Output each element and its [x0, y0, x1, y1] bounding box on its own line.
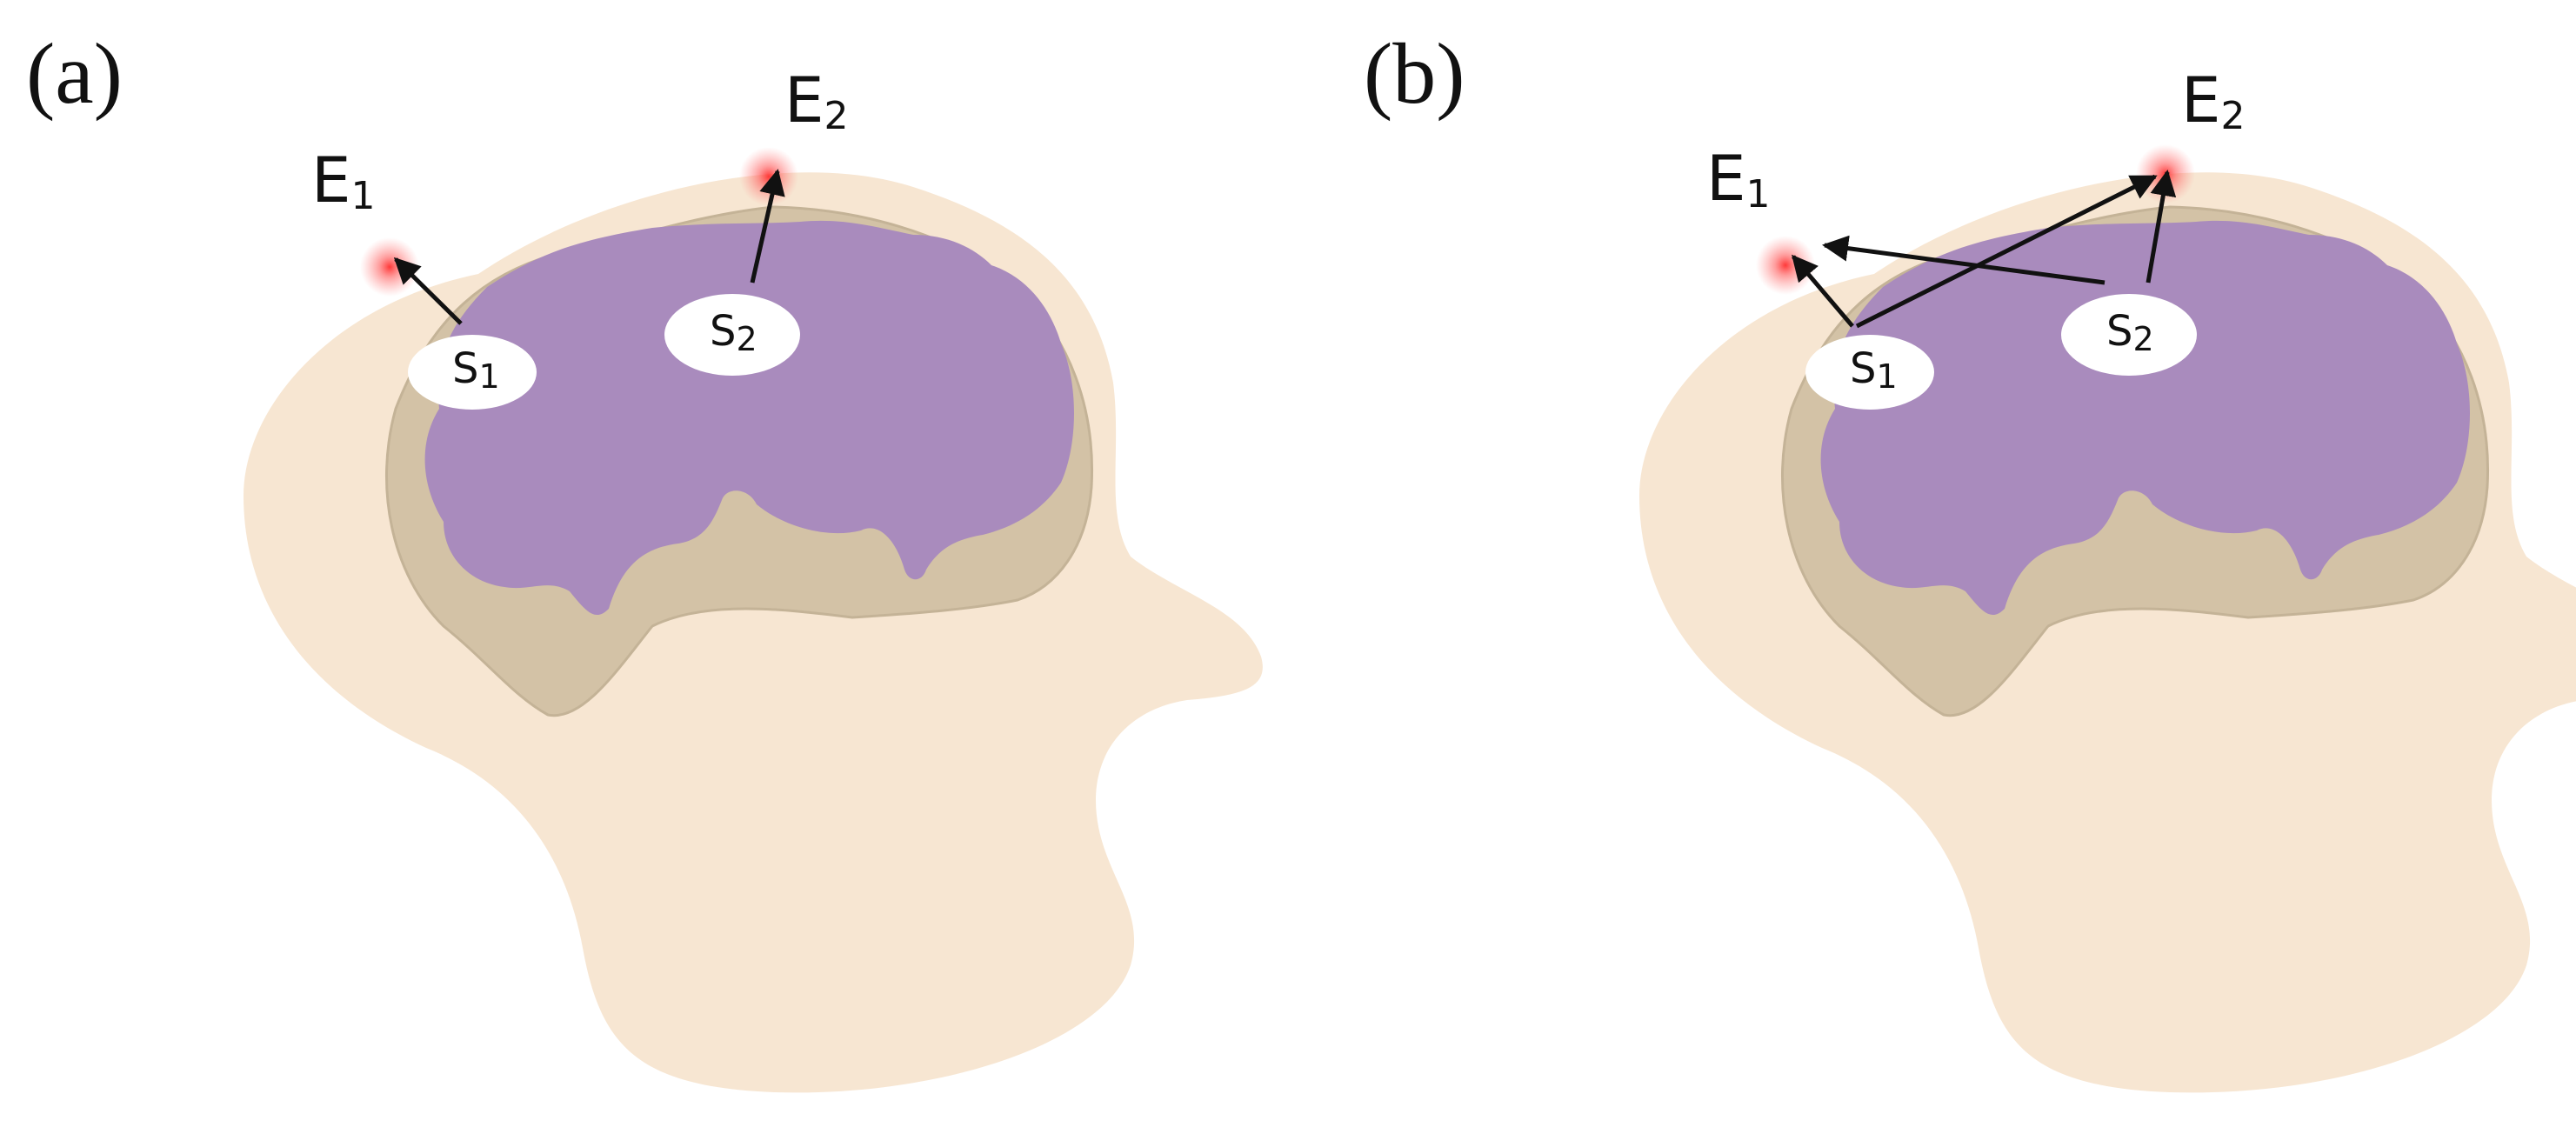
panel-b: (b) E1 E2 S1 S2 [1364, 25, 2576, 1094]
electrode-label-e2-b: E2 [2181, 63, 2246, 138]
panel-label-b: (b) [1364, 25, 1465, 122]
source-s1 [408, 335, 537, 410]
source-label-s1-b: S1 [1850, 344, 1898, 396]
source-label-s2-b: S2 [2106, 307, 2154, 358]
source-label-s1: S1 [452, 344, 500, 396]
source-s1-b [1805, 335, 1934, 410]
source-label-s2: S2 [710, 307, 757, 358]
electrode-label-e2: E2 [784, 63, 849, 138]
electrode-e1-glow [360, 237, 419, 297]
panel-label-a: (a) [26, 25, 123, 122]
electrode-e2-glow [739, 147, 798, 206]
arrow-s2-e2-b [2146, 170, 2177, 284]
electrode-label-e1: E1 [311, 143, 376, 218]
electrode-label-e1-b: E1 [1706, 142, 1771, 217]
panel-a: (a) E1 E2 S1 S2 [26, 25, 1265, 1094]
source-s2 [664, 294, 800, 376]
arrow-s2-e2 [750, 169, 785, 284]
electrode-e1-glow-b [1756, 236, 1815, 295]
arrow-s1-e1 [393, 257, 463, 325]
arrow-s2-e1-b [1822, 235, 2106, 285]
source-s2-b [2061, 294, 2197, 376]
arrow-s1-e1-b [1792, 254, 1854, 328]
arrow-s1-e2-b [1855, 174, 2158, 329]
